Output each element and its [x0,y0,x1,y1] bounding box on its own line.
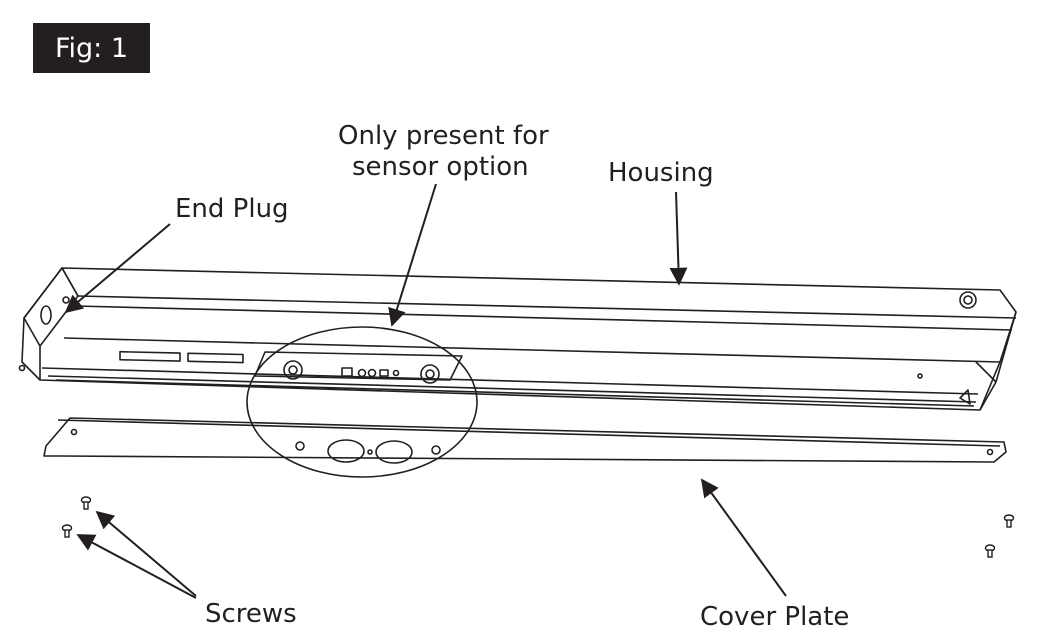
sensor-label-line1: Only present for [338,121,549,151]
screw-right-1 [1003,514,1015,528]
sensor-label-line2: sensor option [352,152,529,182]
figure-label: Fig: 1 [33,23,150,73]
sensor-highlight-circle [246,326,478,478]
leader-arrows [64,183,787,599]
end-plug-label: End Plug [175,194,289,224]
screws [61,496,1015,558]
arrow-sensor [388,183,437,327]
screw-left-2 [61,524,73,538]
arrow-housing [669,191,688,286]
arrow-screw-2 [76,534,197,599]
housing-label: Housing [608,158,714,188]
screw-right-2 [984,544,996,558]
cover-plate [43,417,1007,464]
arrow-cover-plate [700,478,787,597]
screw-left-1 [80,496,92,510]
arrow-screw-1 [95,510,197,597]
housing [18,267,1017,411]
screws-label: Screws [205,599,297,629]
cover-plate-label: Cover Plate [700,602,849,632]
arrow-end-plug [64,223,171,314]
